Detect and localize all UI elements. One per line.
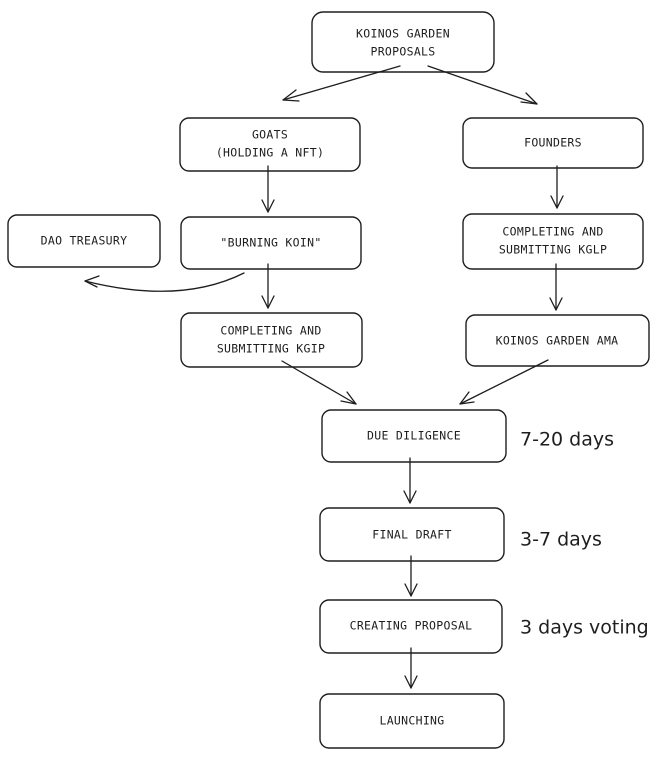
node-koinos-garden-ama[interactable]: KOINOS GARDEN AMA [465,314,650,367]
node-due-diligence[interactable]: DUE DILIGENCE [321,409,507,463]
edge-burning-to-treasury [84,272,245,292]
annotation-creating-proposal-duration: 3 days voting [520,617,649,639]
edge-goats-to-burning [261,165,275,213]
node-label-line: COMPLETING AND [502,225,603,239]
node-creating-proposal[interactable]: CREATING PROPOSAL [319,599,503,654]
edge-ama-to-diligence [459,359,549,405]
edge-diligence-to-draft [403,457,417,504]
node-label-line: KOINOS GARDEN AMA [496,334,619,348]
node-label-line: FINAL DRAFT [372,528,451,542]
node-label-line: COMPLETING AND [220,324,321,338]
edge-creating-to-launching [404,647,418,689]
annotation-due-diligence-duration: 7-20 days [520,429,614,451]
edge-proposals-to-goats [282,65,401,102]
node-launching[interactable]: LAUNCHING [319,693,505,749]
edge-founders-to-kglp [550,165,564,209]
node-label-line: SUBMITTING KGLP [499,243,607,257]
edge-proposals-to-founders [427,65,538,105]
node-label-line: SUBMITTING KGIP [217,342,325,356]
edge-kgip-to-diligence [281,360,357,405]
node-label-line: FOUNDERS [524,136,582,150]
node-label-line: GOATS [252,128,288,142]
node-dao-treasury[interactable]: DAO TREASURY [7,214,161,268]
node-label-line: DAO TREASURY [41,234,128,248]
edge-draft-to-creating [404,555,418,597]
edge-burning-to-kgip [261,263,275,309]
edge-kglp-to-ama [549,263,563,311]
node-label-line: DUE DILIGENCE [367,429,461,443]
node-label-line: KOINOS GARDEN [356,27,450,41]
node-goats[interactable]: GOATS (HOLDING A NFT) [179,117,361,172]
node-completing-kgip[interactable]: COMPLETING AND SUBMITTING KGIP [180,312,363,368]
node-label-line: (HOLDING A NFT) [216,146,324,160]
node-founders[interactable]: FOUNDERS [462,117,644,169]
node-burning-koin[interactable]: "BURNING KOIN" [180,216,362,270]
node-label-line: LAUNCHING [379,714,444,728]
node-label-line: "BURNING KOIN" [220,236,321,250]
node-final-draft[interactable]: FINAL DRAFT [319,507,505,562]
annotation-final-draft-duration: 3-7 days [520,529,602,551]
node-label-line: PROPOSALS [370,45,435,59]
node-label-line: CREATING PROPOSAL [350,619,473,633]
node-koinos-garden-proposals[interactable]: KOINOS GARDEN PROPOSALS [311,11,495,73]
node-completing-kglp[interactable]: COMPLETING AND SUBMITTING KGLP [462,213,644,270]
